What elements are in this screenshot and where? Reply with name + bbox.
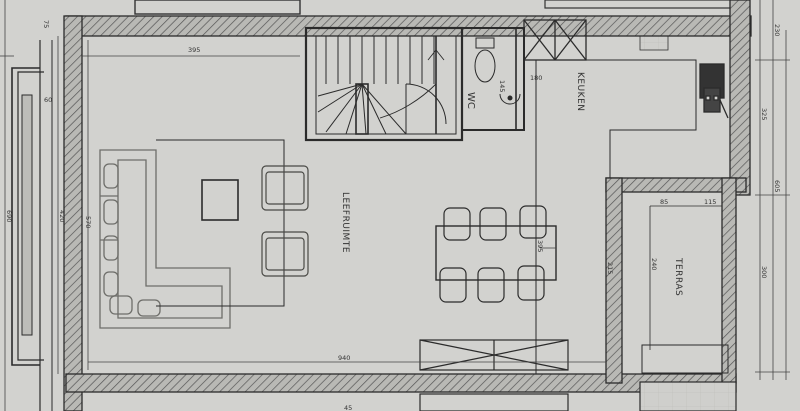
dim-bottom-940: 940 (338, 354, 350, 362)
dim-terrace-240: 240 (650, 258, 658, 270)
label-living-room: LEEFRUIMTE (340, 192, 350, 253)
left-dimension-lines (0, 0, 300, 411)
room-labels: LEEFRUIMTE KEUKEN WC TERRAS (340, 72, 683, 296)
dim-top-395: 395 (188, 46, 200, 54)
dim-right-230: 230 (773, 24, 781, 36)
dining-table (435, 205, 557, 303)
dim-terrace-115: 115 (704, 198, 716, 206)
dimension-labels: 395 75 60 690 420 570 940 145 180 395 85… (5, 20, 781, 411)
dim-bottom-cut: 45 (344, 404, 352, 411)
dim-left-690: 690 (5, 210, 13, 222)
terrace (621, 191, 737, 411)
dim-kitchen-180: 180 (530, 74, 542, 82)
dim-stair-145: 145 (498, 80, 506, 92)
label-terrace: TERRAS (673, 257, 683, 296)
dim-terrace-215: 215 (606, 262, 614, 274)
kitchen-cabinets (523, 19, 729, 178)
armchairs (261, 165, 309, 277)
dim-right-300: 300 (760, 266, 768, 278)
bottom-sliding-window (419, 339, 569, 411)
dim-left-75: 75 (42, 20, 50, 28)
interior-dimension-lines (88, 247, 606, 363)
right-dimension-lines (755, 0, 790, 380)
dim-right-325: 325 (760, 108, 768, 120)
dim-left-570: 570 (84, 216, 92, 228)
rug-and-coffee-table (156, 139, 285, 307)
dim-left-420: 420 (58, 210, 66, 222)
sofa (99, 149, 231, 329)
dim-left-60: 60 (44, 96, 52, 104)
interior-partitions (306, 60, 537, 374)
dim-table-395: 395 (536, 240, 544, 252)
label-wc: WC (465, 92, 476, 109)
label-kitchen: KEUKEN (575, 72, 585, 112)
dim-right-605: 605 (773, 180, 781, 192)
dim-terrace-85: 85 (660, 198, 668, 206)
left-bay-window (11, 40, 53, 411)
wc-door (405, 83, 447, 134)
